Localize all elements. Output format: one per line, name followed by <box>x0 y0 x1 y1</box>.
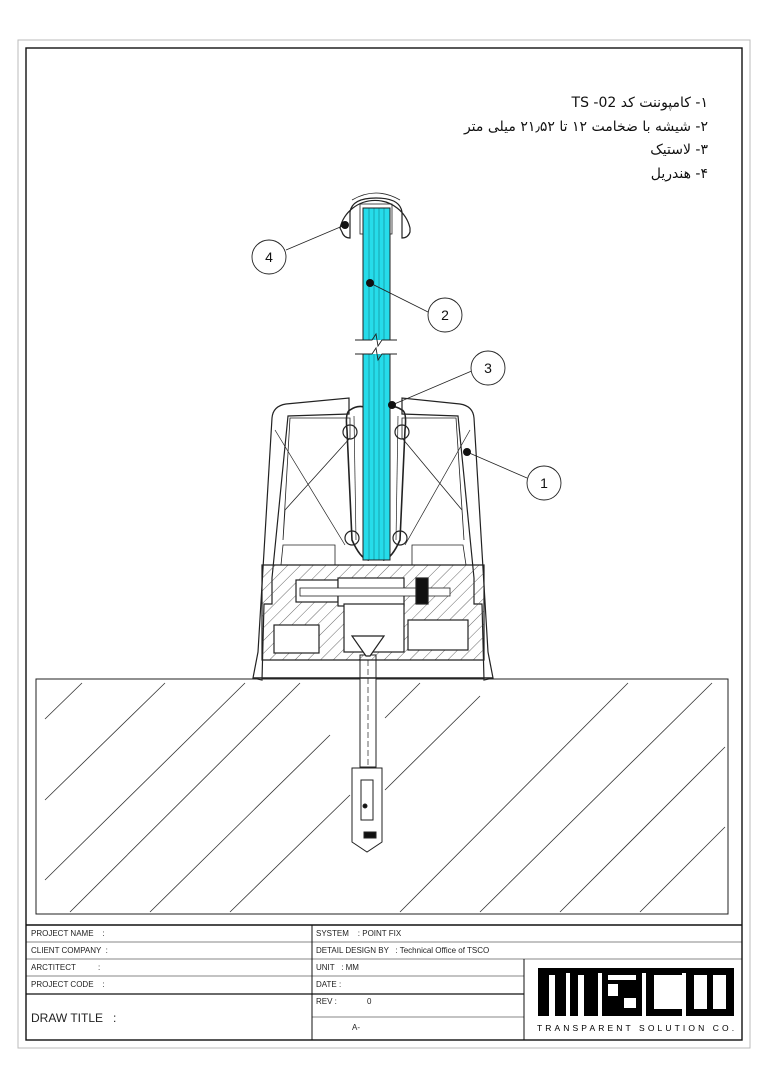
callout-leaders <box>285 224 528 479</box>
callout-circle-4 <box>251 239 287 275</box>
callout-label-3: 3 <box>484 360 492 376</box>
company-caption: TRANSPARENT SOLUTION CO. <box>537 1023 738 1033</box>
client-company-label: CLIENT COMPANY : <box>31 946 108 955</box>
outer-border <box>17 39 751 1049</box>
date-label: DATE : <box>316 980 342 989</box>
rev-label: REV : <box>316 997 337 1006</box>
callout-label-4: 4 <box>265 249 273 265</box>
legend-item-3: ۳- لاستیک <box>650 142 708 158</box>
project-name-label: PROJECT NAME : <box>31 929 105 938</box>
base-profile <box>252 397 494 681</box>
parts-legend: ۱- کامپوننت کد TS -02 ۲- شیشه با ضخامت ۱… <box>464 92 708 186</box>
rev-value: 0 <box>367 997 372 1006</box>
leader-dots <box>341 221 471 456</box>
unit-label: UNIT : MM <box>316 963 359 972</box>
sheet-code: A- <box>352 1023 360 1032</box>
concrete-slab <box>35 678 729 915</box>
glass-pane <box>355 207 397 561</box>
system-label: SYSTEM : POINT FIX <box>316 929 402 938</box>
callout-circle-3 <box>470 350 506 386</box>
drawing-frame <box>25 47 743 1041</box>
callout-circle-2 <box>427 297 463 333</box>
detail-design-label: DETAIL DESIGN BY : Technical Office of T… <box>316 946 490 955</box>
project-code-label: PROJECT CODE : <box>31 980 105 989</box>
anchor-bolt <box>351 654 383 853</box>
title-block <box>26 924 742 1040</box>
architect-label: ARCTITECT : <box>31 963 101 972</box>
tsco-logo-mark <box>538 968 734 1016</box>
legend-item-4: ۴- هندریل <box>650 165 708 182</box>
callout-label-2: 2 <box>441 307 449 323</box>
callout-circle-1 <box>526 465 562 501</box>
draw-title-label: DRAW TITLE : <box>31 1011 117 1025</box>
legend-item-1: ۱- کامپوننت کد TS -02 <box>571 95 708 111</box>
callout-label-1: 1 <box>540 475 548 491</box>
legend-item-2: ۲- شیشه با ضخامت ۱۲ تا ۲۱٫۵۲ میلی متر <box>463 118 708 135</box>
